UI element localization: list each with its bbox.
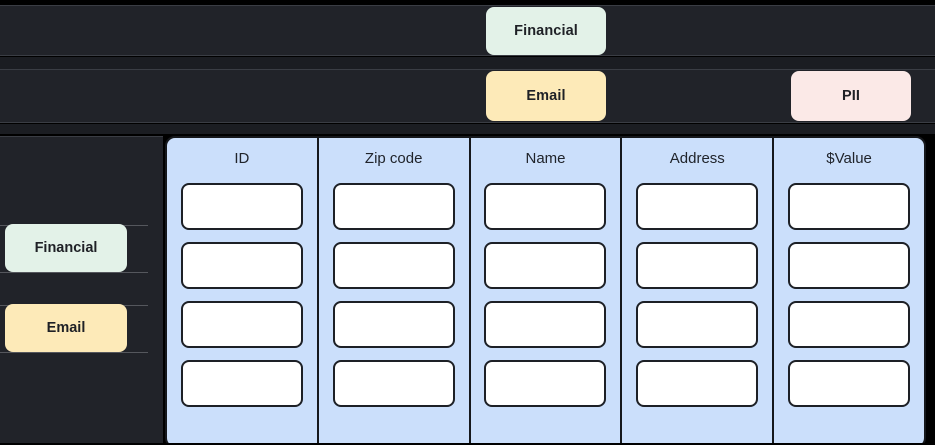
table-column-zip-code: Zip code [319, 138, 471, 445]
table-cell[interactable] [332, 242, 455, 289]
table-column-address: Address [622, 138, 775, 445]
table-cell[interactable] [332, 183, 455, 230]
table-cell[interactable] [788, 242, 911, 289]
table-column-id: ID [167, 138, 319, 445]
tag-badge-pii-top[interactable]: PII [791, 71, 911, 121]
row-separator-lower [0, 124, 935, 134]
column-header-value: $Value [826, 150, 872, 167]
column-header-address: Address [669, 150, 725, 167]
tag-badge-financial-top[interactable]: Financial [486, 7, 606, 55]
table-cell[interactable] [180, 183, 303, 230]
table-cell[interactable] [788, 301, 911, 348]
table-cell[interactable] [180, 360, 303, 407]
bottom-edge [0, 443, 935, 445]
tag-row-financial [0, 5, 935, 56]
table-cell[interactable] [180, 301, 303, 348]
table-cell[interactable] [636, 183, 759, 230]
table-cell[interactable] [484, 301, 607, 348]
sidebar-item-financial[interactable]: Financial [5, 224, 127, 272]
column-header-zip-code: Zip code [364, 150, 423, 167]
sidebar-item-email[interactable]: Email [5, 304, 127, 352]
column-cells-address [622, 183, 772, 407]
table-column-value: $Value [774, 138, 924, 445]
table-cell[interactable] [636, 242, 759, 289]
tag-badge-email-top[interactable]: Email [486, 71, 606, 121]
table-column-name: Name [471, 138, 623, 445]
table-cell[interactable] [484, 183, 607, 230]
table-cell[interactable] [332, 360, 455, 407]
column-cells-value [774, 183, 924, 407]
table-cell[interactable] [484, 360, 607, 407]
sidebar [0, 136, 163, 445]
column-cells-zip-code [319, 183, 469, 407]
column-header-id: ID [234, 150, 250, 167]
column-cells-name [471, 183, 621, 407]
table-cell[interactable] [788, 360, 911, 407]
table-cell[interactable] [636, 360, 759, 407]
column-header-name: Name [525, 150, 566, 167]
table-cell[interactable] [180, 242, 303, 289]
table-cell[interactable] [636, 301, 759, 348]
table-cell[interactable] [332, 301, 455, 348]
table-cell[interactable] [484, 242, 607, 289]
column-cells-id [167, 183, 317, 407]
tag-row-email-pii [0, 69, 935, 123]
data-table: ID Zip code Name [165, 136, 926, 445]
table-cell[interactable] [788, 183, 911, 230]
row-separator-upper [0, 57, 935, 69]
